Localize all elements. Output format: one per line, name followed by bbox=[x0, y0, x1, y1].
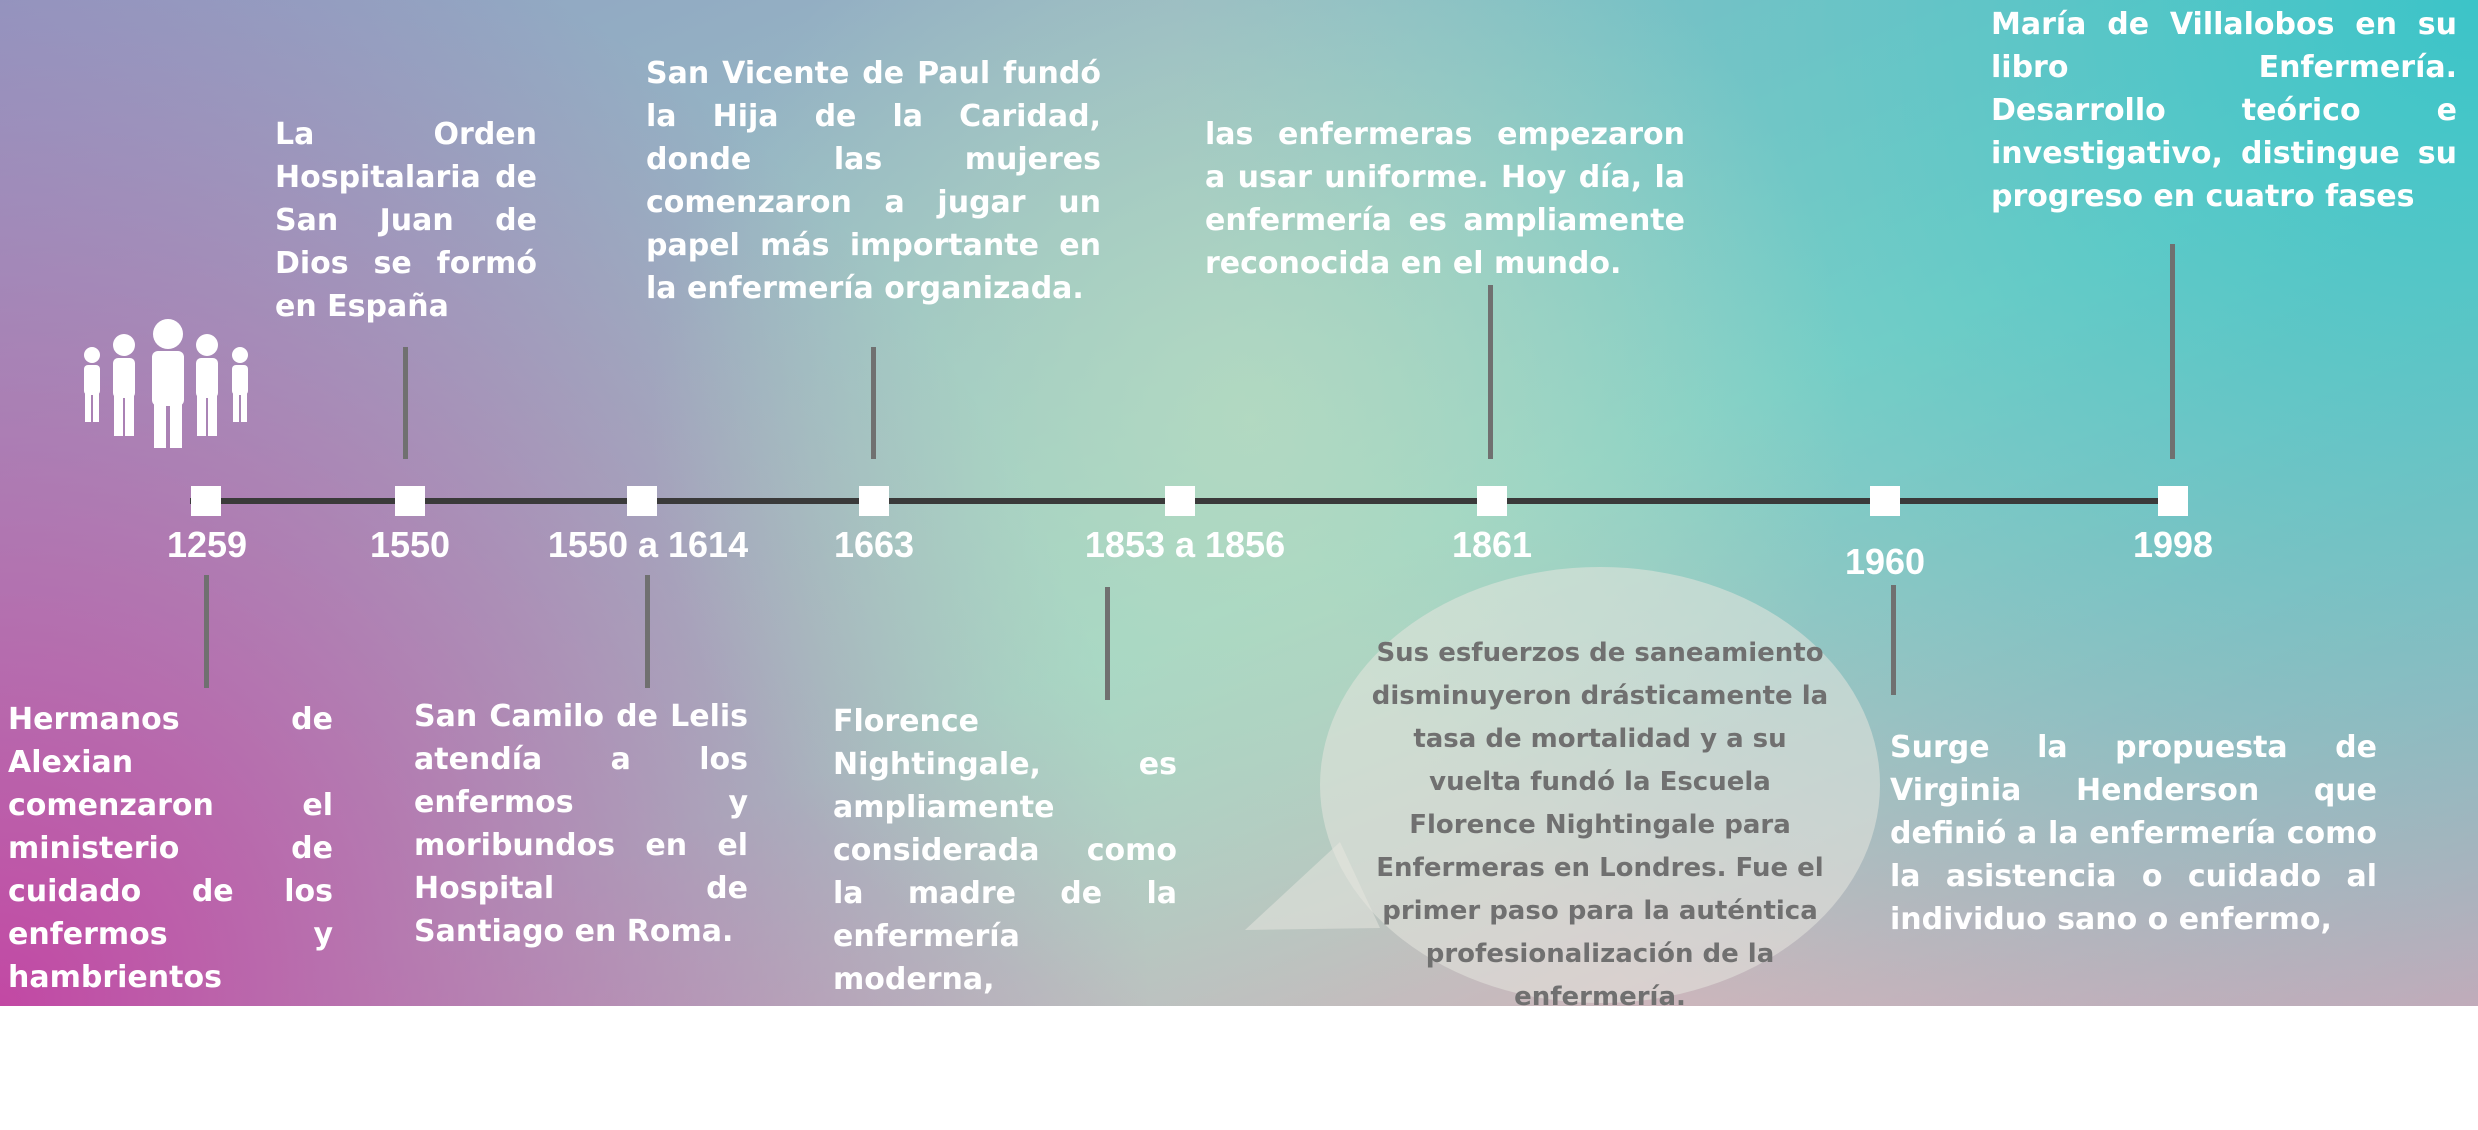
connector-1998 bbox=[2170, 244, 2175, 459]
speech-bubble bbox=[1245, 567, 1880, 1003]
connector-1259 bbox=[204, 575, 209, 688]
connector-1861 bbox=[1488, 285, 1493, 459]
year-label-1259: 1259 bbox=[166, 524, 248, 565]
people-group-icon bbox=[84, 319, 248, 448]
event-text-1998: María de Villalobos en su libro Enfermer… bbox=[1991, 7, 2457, 214]
year-label-1853-1856: 1853 a 1856 bbox=[1084, 524, 1286, 565]
event-text-1861: las enfermeras empezaron a usar uniforme… bbox=[1205, 117, 1685, 281]
event-text-1550-1614: San Camilo de Lelis atendía a los enferm… bbox=[414, 699, 748, 949]
marker-1550-1614 bbox=[627, 486, 657, 516]
year-label-1998: 1998 bbox=[2132, 524, 2214, 565]
marker-1960 bbox=[1870, 486, 1900, 516]
connector-1550-1614 bbox=[645, 575, 650, 688]
marker-1259 bbox=[191, 486, 221, 516]
year-label-1861: 1861 bbox=[1451, 524, 1533, 565]
connector-1960 bbox=[1891, 585, 1896, 695]
bubble-text: Sus esfuerzos de saneamiento disminuyero… bbox=[1371, 638, 1829, 1012]
marker-1998 bbox=[2158, 486, 2188, 516]
year-label-1550: 1550 bbox=[369, 524, 451, 565]
connector-1550 bbox=[403, 347, 408, 459]
marker-1550 bbox=[395, 486, 425, 516]
year-label-1663: 1663 bbox=[833, 524, 915, 565]
connector-1853-1856 bbox=[1105, 587, 1110, 700]
event-text-1663: San Vicente de Paul fundó la Hija de la … bbox=[646, 56, 1101, 306]
event-text-1550: La Orden Hospitalaria de San Juan de Dio… bbox=[275, 117, 537, 324]
marker-1853-1856 bbox=[1165, 486, 1195, 516]
event-text-1259: Hermanos de Alexian comenzaron el minist… bbox=[8, 702, 333, 995]
year-label-1550-1614: 1550 a 1614 bbox=[547, 524, 749, 565]
event-text-1960: Surge la propuesta de Virginia Henderson… bbox=[1890, 730, 2377, 937]
year-label-1960: 1960 bbox=[1844, 541, 1926, 582]
event-text-1853-1856: Florence Nightingale, es ampliamente con… bbox=[833, 704, 1177, 1126]
marker-1861 bbox=[1477, 486, 1507, 516]
marker-1663 bbox=[859, 486, 889, 516]
connector-1663 bbox=[871, 347, 876, 459]
